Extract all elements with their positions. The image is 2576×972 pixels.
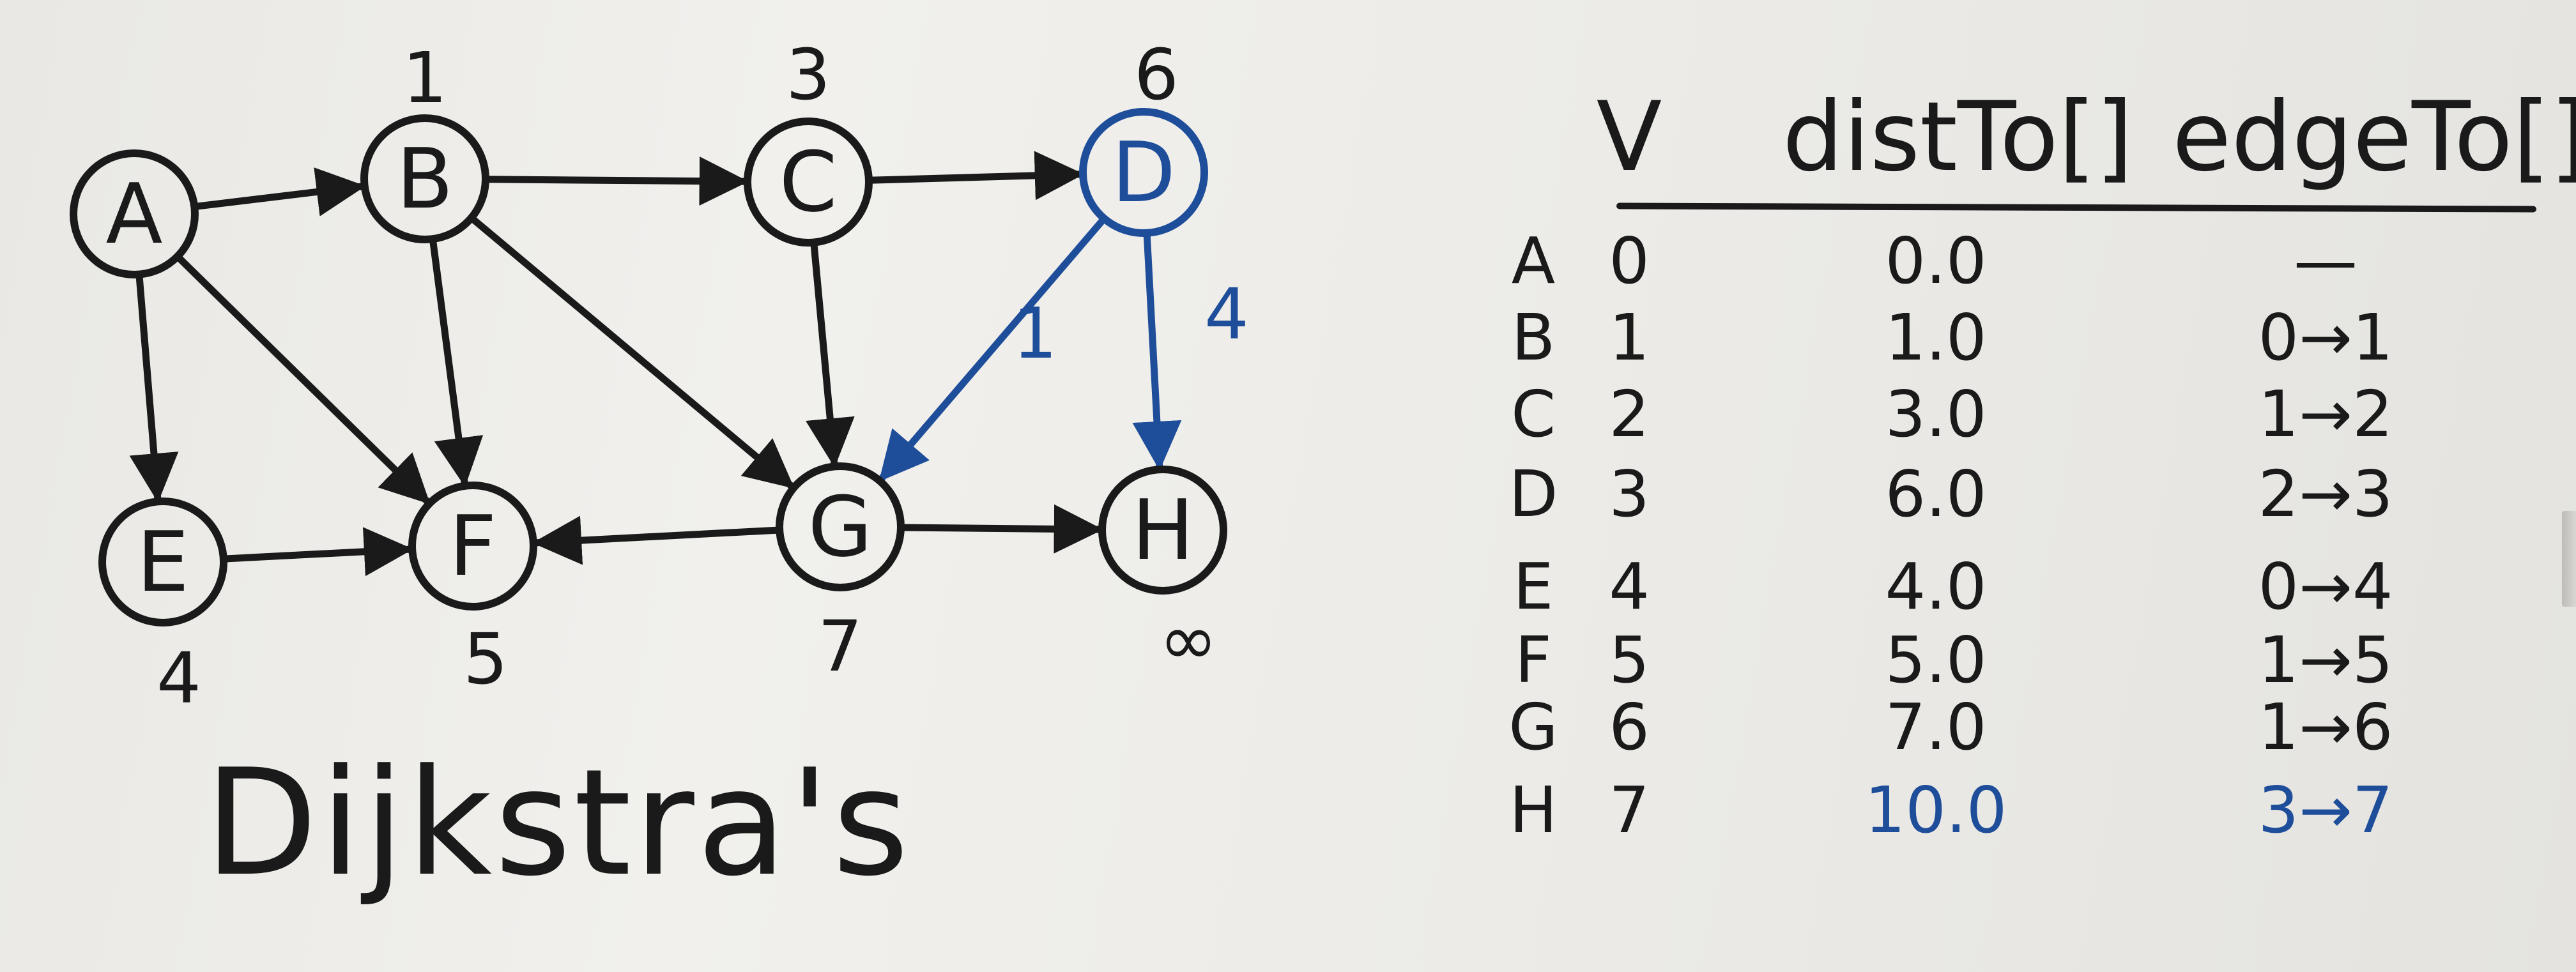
edge-b-g bbox=[468, 214, 795, 489]
row-edge-to: 3→7 bbox=[2258, 773, 2393, 847]
node-a bbox=[70, 149, 199, 278]
node-label-f: F bbox=[449, 497, 497, 595]
row-vertex-label: A bbox=[1511, 224, 1556, 298]
row-vertex-index: 4 bbox=[1609, 549, 1650, 624]
node-distance-h: ∞ bbox=[1159, 599, 1218, 681]
row-vertex-label: C bbox=[1511, 377, 1556, 452]
labels-layer: 1 4 1 3 6 4 5 7 ∞ bbox=[157, 34, 1249, 719]
node-label-d: D bbox=[1112, 124, 1176, 221]
node-label-b: B bbox=[396, 130, 453, 227]
node-distance-c: 3 bbox=[786, 34, 831, 116]
header-edge-to: edgeTo[] bbox=[2172, 82, 2576, 193]
row-vertex-index: 7 bbox=[1609, 773, 1650, 847]
node-h bbox=[1098, 466, 1227, 595]
header-rule bbox=[1616, 202, 2537, 213]
diagram-title: Dijkstra's bbox=[204, 738, 912, 909]
node-distance-g: 7 bbox=[818, 605, 862, 687]
node-f bbox=[408, 482, 537, 611]
row-dist-to: 4.0 bbox=[1885, 549, 1987, 624]
edge-a-f bbox=[174, 253, 431, 505]
table-row: H 7 10.0 3→7 bbox=[1495, 773, 2543, 848]
row-vertex-label: E bbox=[1513, 549, 1554, 624]
edge-d-h bbox=[1132, 229, 1182, 471]
node-e bbox=[98, 497, 227, 626]
table-row: G 6 7.0 1→6 bbox=[1495, 690, 2543, 765]
edge-weight-d-g: 1 bbox=[1013, 292, 1057, 374]
header-dist-to: distTo[] bbox=[1782, 82, 2133, 193]
node-label-a: A bbox=[106, 165, 163, 262]
row-vertex-index: 2 bbox=[1609, 377, 1650, 452]
node-distance-d: 6 bbox=[1134, 34, 1179, 116]
table-row: E 4 4.0 0→4 bbox=[1495, 549, 2543, 625]
row-vertex-index: 3 bbox=[1609, 457, 1650, 531]
node-label-g: G bbox=[808, 478, 873, 575]
row-dist-to: 1.0 bbox=[1885, 300, 1987, 375]
node-b bbox=[360, 114, 489, 243]
node-label-e: E bbox=[137, 513, 189, 611]
edge-a-b bbox=[190, 167, 366, 216]
node-distance-f: 5 bbox=[463, 618, 508, 700]
row-vertex-index: 1 bbox=[1609, 300, 1650, 375]
node-c bbox=[744, 118, 873, 247]
row-edge-to: 1→6 bbox=[2258, 690, 2393, 764]
table-row: A 0 0.0 — bbox=[1495, 224, 2543, 299]
table-row: F 5 5.0 1→5 bbox=[1495, 623, 2543, 698]
dijkstra-table: V distTo[] edgeTo[] A 0 0.0 — B 1 1.0 0→… bbox=[1495, 77, 2576, 875]
edge-b-f bbox=[429, 235, 484, 487]
edge-e-f bbox=[220, 527, 413, 577]
edge-d-g bbox=[878, 215, 1108, 482]
row-dist-to: 7.0 bbox=[1885, 690, 1987, 764]
row-vertex-label: D bbox=[1508, 457, 1558, 531]
row-dist-to: 3.0 bbox=[1885, 377, 1987, 452]
row-vertex-label: B bbox=[1511, 300, 1556, 375]
table-row: D 3 6.0 2→3 bbox=[1495, 457, 2543, 532]
node-d bbox=[1079, 108, 1208, 237]
row-edge-to: 2→3 bbox=[2258, 457, 2393, 531]
row-vertex-label: G bbox=[1508, 690, 1558, 764]
row-vertex-index: 6 bbox=[1609, 690, 1650, 764]
node-label-c: C bbox=[779, 133, 838, 231]
row-edge-to: 0→4 bbox=[2258, 549, 2393, 624]
edge-weight-d-h: 4 bbox=[1204, 273, 1249, 355]
edge-g-h bbox=[897, 504, 1103, 554]
edge-g-f bbox=[532, 515, 783, 565]
row-vertex-index: 5 bbox=[1609, 623, 1650, 697]
row-edge-to: 1→5 bbox=[2258, 623, 2393, 697]
edge-b-c bbox=[482, 156, 749, 206]
graph-diagram: A B C D E F G H 1 4 1 3 6 4 5 7 ∞ bbox=[70, 34, 1249, 719]
row-vertex-label: F bbox=[1515, 623, 1552, 697]
node-label-h: H bbox=[1131, 482, 1194, 579]
nodes-layer: A B C D E F G H bbox=[70, 108, 1227, 626]
row-edge-to: 1→2 bbox=[2258, 377, 2393, 452]
row-dist-to: 10.0 bbox=[1864, 773, 2007, 847]
row-edge-to: 0→1 bbox=[2258, 300, 2393, 375]
row-dist-to: 6.0 bbox=[1885, 457, 1987, 531]
edge-c-d bbox=[865, 151, 1084, 201]
row-edge-to: — bbox=[2294, 224, 2358, 298]
row-dist-to: 0.0 bbox=[1885, 224, 1987, 298]
table-row: B 1 1.0 0→1 bbox=[1495, 300, 2543, 376]
table-row: C 2 3.0 1→2 bbox=[1495, 377, 2543, 452]
row-vertex-label: H bbox=[1509, 773, 1558, 847]
header-v: V bbox=[1596, 82, 1662, 193]
node-g bbox=[776, 462, 905, 591]
edges-layer bbox=[129, 151, 1182, 577]
node-distance-e: 4 bbox=[157, 637, 201, 719]
edge-c-g bbox=[805, 239, 855, 468]
row-vertex-index: 0 bbox=[1609, 224, 1650, 298]
row-dist-to: 5.0 bbox=[1885, 623, 1987, 697]
edge-a-e bbox=[129, 271, 179, 503]
board-magnet bbox=[2562, 511, 2576, 607]
node-distance-b: 1 bbox=[402, 37, 447, 119]
